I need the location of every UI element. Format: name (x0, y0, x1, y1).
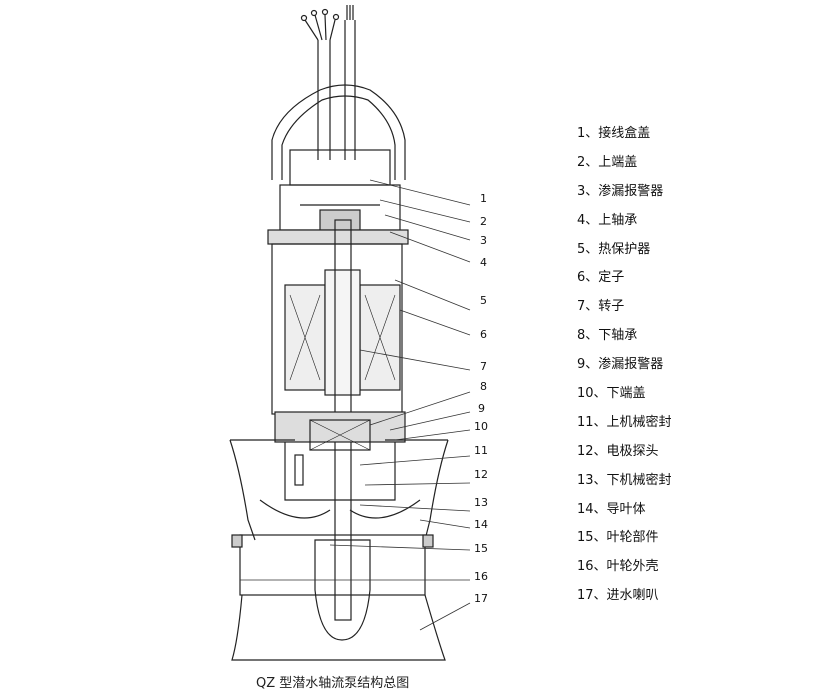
impeller-housing (239, 534, 426, 596)
legend-item: 8、下轴承 (577, 328, 638, 344)
callout-16: 16 (474, 570, 488, 583)
callout-3: 3 (480, 234, 487, 247)
legend-item: 7、转子 (577, 299, 625, 315)
legend-item: 17、进水喇叭 (577, 588, 659, 604)
legend-item: 6、定子 (577, 270, 625, 286)
legend-item: 3、渗漏报警器 (577, 183, 664, 199)
legend-item: 13、下机械密封 (577, 472, 672, 488)
legend-item: 9、渗漏报警器 (577, 357, 664, 373)
callout-7: 7 (480, 360, 487, 373)
callout-8: 8 (480, 380, 487, 393)
guide-vane-body (229, 439, 449, 541)
legend-item: 4、上轴承 (577, 212, 638, 228)
legend-item: 5、热保护器 (577, 241, 651, 257)
callout-15: 15 (474, 542, 488, 555)
figure-caption: QZ 型潜水轴流泵结构总图 (256, 676, 410, 691)
callout-10: 10 (474, 420, 488, 433)
legend-item: 14、导叶体 (577, 501, 646, 517)
callout-17: 17 (474, 592, 488, 605)
leader-lines (240, 179, 471, 631)
callout-13: 13 (474, 496, 488, 509)
lifting-handle (271, 84, 406, 180)
callout-11: 11 (474, 444, 488, 457)
legend-item: 15、叶轮部件 (577, 530, 659, 546)
legend-item: 2、上端盖 (577, 154, 638, 170)
callout-9: 9 (478, 402, 485, 415)
callout-1: 1 (480, 192, 487, 205)
parts-legend: 1、接线盒盖 2、上端盖 3、渗漏报警器 4、上轴承 5、热保护器 6、定子 7… (577, 120, 672, 611)
legend-item: 10、下端盖 (577, 386, 646, 402)
callout-12: 12 (474, 468, 488, 481)
stator (284, 284, 401, 391)
seal-chamber (284, 442, 396, 501)
power-cables (300, 5, 356, 160)
pump-cross-section-drawing: 1 2 3 4 5 6 7 8 9 10 11 12 13 14 15 16 1… (229, 5, 488, 661)
callout-14: 14 (474, 518, 488, 531)
rotor (324, 269, 361, 396)
inlet-bell (231, 594, 446, 661)
callout-4: 4 (480, 256, 487, 269)
legend-item: 12、电极探头 (577, 443, 659, 459)
junction-box-cover (289, 149, 391, 186)
callout-numbers: 1 2 3 4 5 6 7 8 9 10 11 12 13 14 15 16 1… (474, 192, 488, 605)
legend-item: 11、上机械密封 (577, 414, 672, 430)
impeller-hub (314, 539, 371, 641)
callout-6: 6 (480, 328, 487, 341)
legend-item: 1、接线盒盖 (577, 126, 651, 141)
callout-5: 5 (480, 294, 487, 307)
legend-item: 16、叶轮外壳 (577, 559, 659, 575)
callout-2: 2 (480, 215, 487, 228)
lower-end-cover (274, 411, 406, 443)
